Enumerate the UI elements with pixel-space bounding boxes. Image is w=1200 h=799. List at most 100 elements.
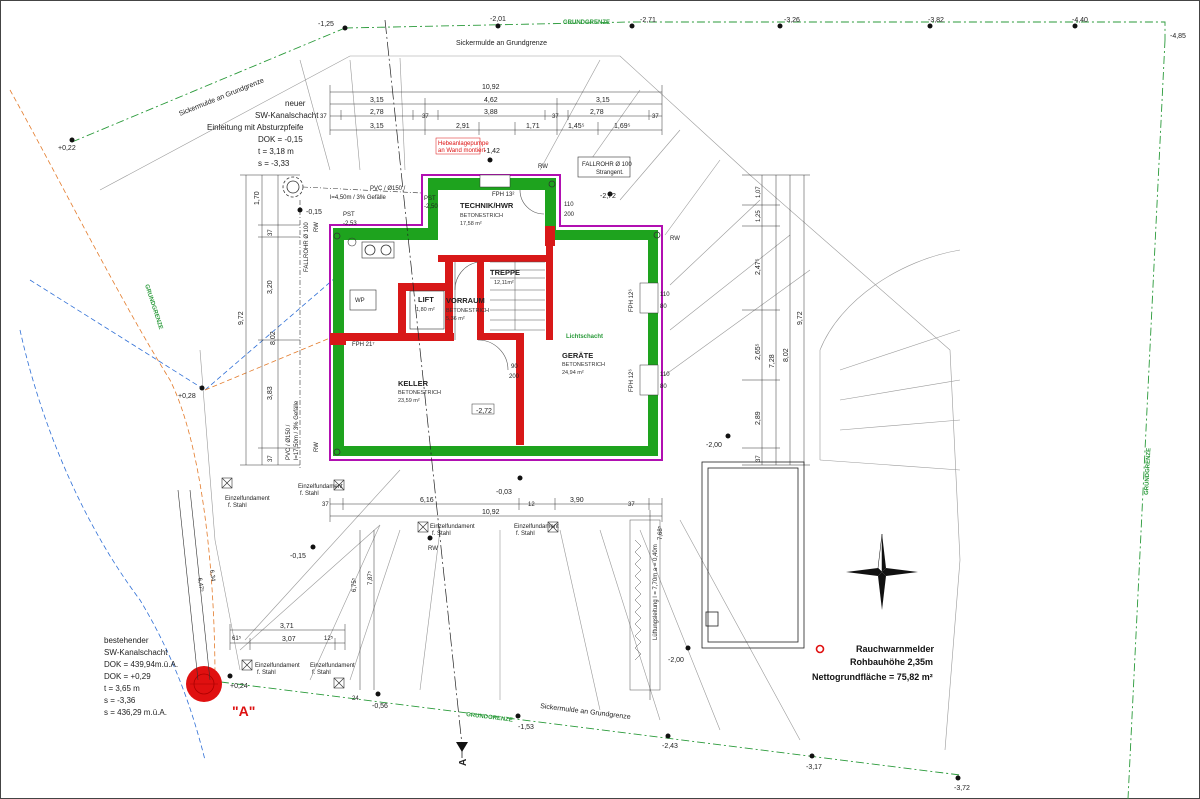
ef-1b: f. Stahl (300, 491, 319, 497)
room-keller-area: 23,59 m² (398, 398, 420, 404)
dimension-lines-bottom (329, 498, 663, 522)
dim-top-r3-1: 2,91 (456, 123, 470, 130)
door-200-a: 200 (564, 212, 575, 218)
dim-right-6: 37 (756, 455, 762, 462)
level-bottom-a: +0,24 (230, 683, 248, 690)
ef-5: Einzelfundament (310, 663, 355, 669)
level-bottom-c: -1,53 (518, 724, 534, 731)
ef-2: Einzelfundament (430, 524, 475, 530)
pst1-label: PST (343, 212, 355, 218)
room-geraete-floor: BETONESTRICH (562, 362, 605, 368)
room-treppe: TREPPE 12,11m² (490, 268, 520, 286)
ef-3b: f. Stahl (516, 531, 535, 537)
section-a-label: A (458, 759, 469, 766)
level-house-left: -0,15 (306, 209, 322, 216)
level-house-top: -1,42 (484, 148, 500, 155)
door-80-c: 80 (660, 384, 667, 390)
dim-right-5: 2,89 (755, 411, 762, 425)
level-bottom-e: -3,17 (806, 764, 822, 771)
room-geraete-area: 24,94 m² (562, 370, 584, 376)
room-vorraum-floor: BETONESTRICH (446, 308, 489, 314)
boundary-label-bottom: GRUNDGRENZE (466, 712, 513, 724)
room-technik-floor: BETONESTRICH (460, 213, 503, 219)
dim-bottom-total: 10,92 (482, 509, 500, 516)
pvc-top-label: PVC / Ø150 / (370, 186, 406, 192)
foundation-markers (221, 477, 559, 689)
dim-v-0: 7,68⁵ (657, 525, 664, 540)
ex-shaft-line-0: bestehender (104, 636, 149, 645)
dim-left-8: 8,02 (270, 331, 277, 345)
existing-shaft-label: bestehender SW-Kanalschacht DOK = 439,94… (104, 636, 178, 717)
ex-shaft-line-5: s = -3,36 (104, 696, 136, 705)
room-vorraum-name: VORRAUM (446, 296, 485, 305)
dim-top-r1-0: 3,15 (370, 97, 384, 104)
dim-ll-2: 3,07 (282, 636, 296, 643)
new-shaft (282, 176, 423, 198)
new-shaft-line-3: DOK = -0,15 (258, 135, 303, 144)
room-technik-name: TECHNIK/HWR (460, 201, 514, 210)
room-lift-name: LIFT (418, 295, 434, 304)
einzelfundament-labels: Einzelfundament f. Stahl Einzelfundament… (225, 484, 559, 676)
dim-ll-0: 3,71 (280, 623, 294, 630)
dim-ll-3: 12⁵ (324, 635, 334, 642)
dim-top-r2-0: 37 (320, 114, 327, 120)
door-labels: 110 200 110 80 110 80 90 200 (509, 202, 670, 390)
dim-top-r2-1: 2,78 (370, 109, 384, 116)
level-left-mid: +0,28 (178, 393, 196, 400)
right-dimension-text: 1,07 1,25 2,47⁵ 2,65⁵ 7,28 2,89 37 9,72 … (755, 186, 804, 462)
boundary-label-left: GRUNDGRENZE (143, 284, 163, 331)
rw-label-left-low: RW (314, 442, 320, 452)
boundary-label-right: GRUNDGRENZE (1144, 448, 1152, 495)
legend-nettogrundflaeche: Nettogrundfläche = 75,82 m² (812, 672, 933, 682)
dim-left-3: 3,83 (267, 386, 274, 400)
dim-ll-1: 61⁵ (232, 635, 242, 642)
dim-right-4: 7,28 (769, 354, 776, 368)
pumpe-line-0: Hebeanlagepumpe (438, 141, 489, 147)
orange-line (9, 89, 343, 681)
dim-top-r3-0: 3,15 (370, 123, 384, 130)
fallrohr-box-line-0: FALLROHR Ø 100 (582, 162, 632, 168)
smoke-detector-icon (815, 644, 825, 654)
dim-right-3: 2,65⁵ (755, 343, 762, 360)
lueftung-label: Lüftungsleitung l = 7,70m a = 0,40m (653, 544, 659, 640)
rw-label-left: RW (314, 222, 320, 232)
pvc-top-label-2: l=4,50m / 3% Gefälle (330, 195, 387, 201)
wp-label: WP (355, 298, 365, 304)
door-110-c: 110 (660, 372, 670, 378)
sickermulde-bottom: Sickermulde an Grundgrenze (540, 703, 631, 721)
rw-label-bottom: RW (428, 546, 438, 552)
room-lift-area: 1,80 m² (416, 307, 435, 313)
room-vorraum: VORRAUM BETONESTRICH 5,36 m² (446, 296, 489, 322)
dim-v-2: 7,87⁵ (367, 570, 374, 585)
room-keller-floor: BETONESTRICH (398, 390, 441, 396)
dimension-lines-right (742, 174, 810, 466)
level-house-bottom: -0,03 (496, 489, 512, 496)
dimension-lines-top (329, 85, 663, 135)
section-line-a (384, 19, 468, 758)
lowerleft-dimension-text: 3,71 61⁵ 3,07 12⁵ 7,68⁵ 6,75⁵ 7,87⁵ 6,34… (196, 525, 664, 702)
ef-4b: f. Stahl (257, 670, 276, 676)
house (329, 174, 663, 461)
level-top-0: -1,25 (318, 21, 334, 28)
dim-left-1: 37 (268, 229, 274, 236)
dim-left-2: 3,20 (267, 280, 274, 294)
pvc-left-label: PVC / Ø150 / (286, 424, 292, 460)
legend-rauchwarnmelder: Rauchwarnmelder (856, 644, 935, 654)
new-shaft-label: neuer SW-Kanalschacht Einleitung mit Abs… (207, 99, 319, 168)
dim-bottom-0: 37 (322, 502, 329, 508)
ex-shaft-line-2: DOK = 439,94m.ü.A. (104, 660, 178, 669)
level-right-b: -2,00 (668, 657, 684, 664)
ef-3: Einzelfundament (514, 524, 559, 530)
door-110-a: 110 (564, 202, 574, 208)
ef-4: Einzelfundament (255, 663, 300, 669)
level-labels: -1,25 -2,01 -2,71 -3,26 -3,82 -4,40 -4,8… (58, 16, 1186, 792)
level-left-upper: +0,22 (58, 145, 76, 152)
level-left-low: -0,15 (290, 553, 306, 560)
dimension-lines-left (240, 174, 300, 466)
dim-top-r1-1: 4,62 (484, 97, 498, 104)
level-top-5: -4,40 (1072, 17, 1088, 24)
existing-shaft (186, 666, 222, 702)
dim-top-r2-4: 37 (552, 114, 559, 120)
pvc-left-label-2: l=17,50m / 3% Gefälle (294, 400, 300, 460)
dim-v-1: 6,75⁵ (351, 577, 358, 592)
